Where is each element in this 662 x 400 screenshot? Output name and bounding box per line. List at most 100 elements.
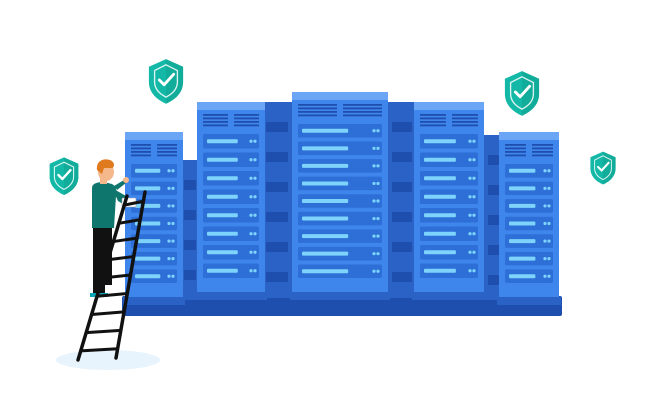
rack-foot [497,297,561,305]
server-slot [131,251,177,266]
slot-light [424,176,456,181]
ladder-rung [106,255,136,262]
server-slot [505,164,553,178]
ladder-rung [101,273,132,280]
server-slot [203,171,259,186]
vent-line [131,144,151,146]
slot-light [302,234,349,239]
vent-line [157,154,177,157]
slot-light [135,203,161,208]
server-slot [298,194,382,208]
slot-light [509,256,536,261]
server-slot [505,216,553,231]
slot-light [207,213,238,218]
slot-light [302,146,349,151]
server-slot [298,246,382,261]
ladder-rung [90,310,126,316]
vent-line [343,111,382,113]
slot-light [207,157,238,162]
server-slot [203,226,259,241]
server-slot [420,134,478,149]
server-slot [203,263,259,278]
slot-light [207,194,238,199]
vent-line [298,111,337,113]
vent-line [505,154,526,157]
server-slot [203,245,259,260]
check-icon [597,161,610,172]
slot-light [302,269,349,274]
server-slot [203,189,259,204]
server-slot [131,164,177,178]
slot-light [135,168,161,173]
ladder-icon [76,190,147,362]
check-icon [513,84,532,99]
server-racks [122,92,562,316]
vent-line [157,151,177,153]
slot-light [509,203,536,208]
vent-line [532,147,553,150]
rack-foot [195,292,267,300]
vent-line [157,147,177,150]
slot-light [302,216,349,221]
server-slot [420,208,478,223]
ladder-rung [117,218,142,225]
vent-line [505,147,526,150]
vent-line [532,151,553,153]
server-slot [420,189,478,204]
slot-light [302,199,349,203]
vent-line [203,117,228,120]
slot-light [207,176,238,181]
vent-line [234,121,259,123]
ladder-rung [111,236,139,244]
security-shields [49,59,616,195]
ladder-rung [122,199,145,207]
rack-connector [180,160,200,300]
slot-light [424,139,456,144]
vent-line [420,121,446,123]
shield-check-icon [504,71,540,116]
rack-foot [412,292,486,300]
slot-light [207,268,238,273]
torso [92,182,117,228]
vent-line [234,114,259,116]
slot-light [424,268,456,273]
server-slot [203,152,259,167]
server-slot [420,171,478,186]
vent-line [532,154,553,157]
server-slot [505,199,553,213]
slot-light [302,163,349,168]
rack-connector [262,102,292,298]
slot-light [424,194,456,199]
server-rack-1 [123,132,185,305]
server-slot [131,216,177,231]
technician [90,159,137,297]
server-rack-4 [412,102,486,300]
slot-light [509,186,536,191]
shield-check-icon [590,151,616,185]
slot-light [207,250,238,255]
slot-light [135,239,161,244]
vent-line [505,151,526,153]
vent-line [157,144,177,146]
ladder-rung [79,347,120,353]
slot-light [135,256,161,261]
hand [123,177,129,183]
check-icon [157,72,176,87]
server-rack-5 [497,132,561,305]
slot-light [424,213,456,218]
server-rack-3 [290,92,390,300]
server-slot [505,181,553,196]
server-slot [505,251,553,266]
server-slot [505,234,553,248]
slot-light [509,274,536,279]
slot-light [302,181,349,186]
vent-line [532,144,553,146]
slot-light [424,157,456,162]
leg [100,225,112,285]
vent-line [452,117,478,120]
shield-check-icon [148,59,184,104]
slot-light [424,250,456,255]
slot-light [135,186,161,191]
server-slot [505,269,553,283]
